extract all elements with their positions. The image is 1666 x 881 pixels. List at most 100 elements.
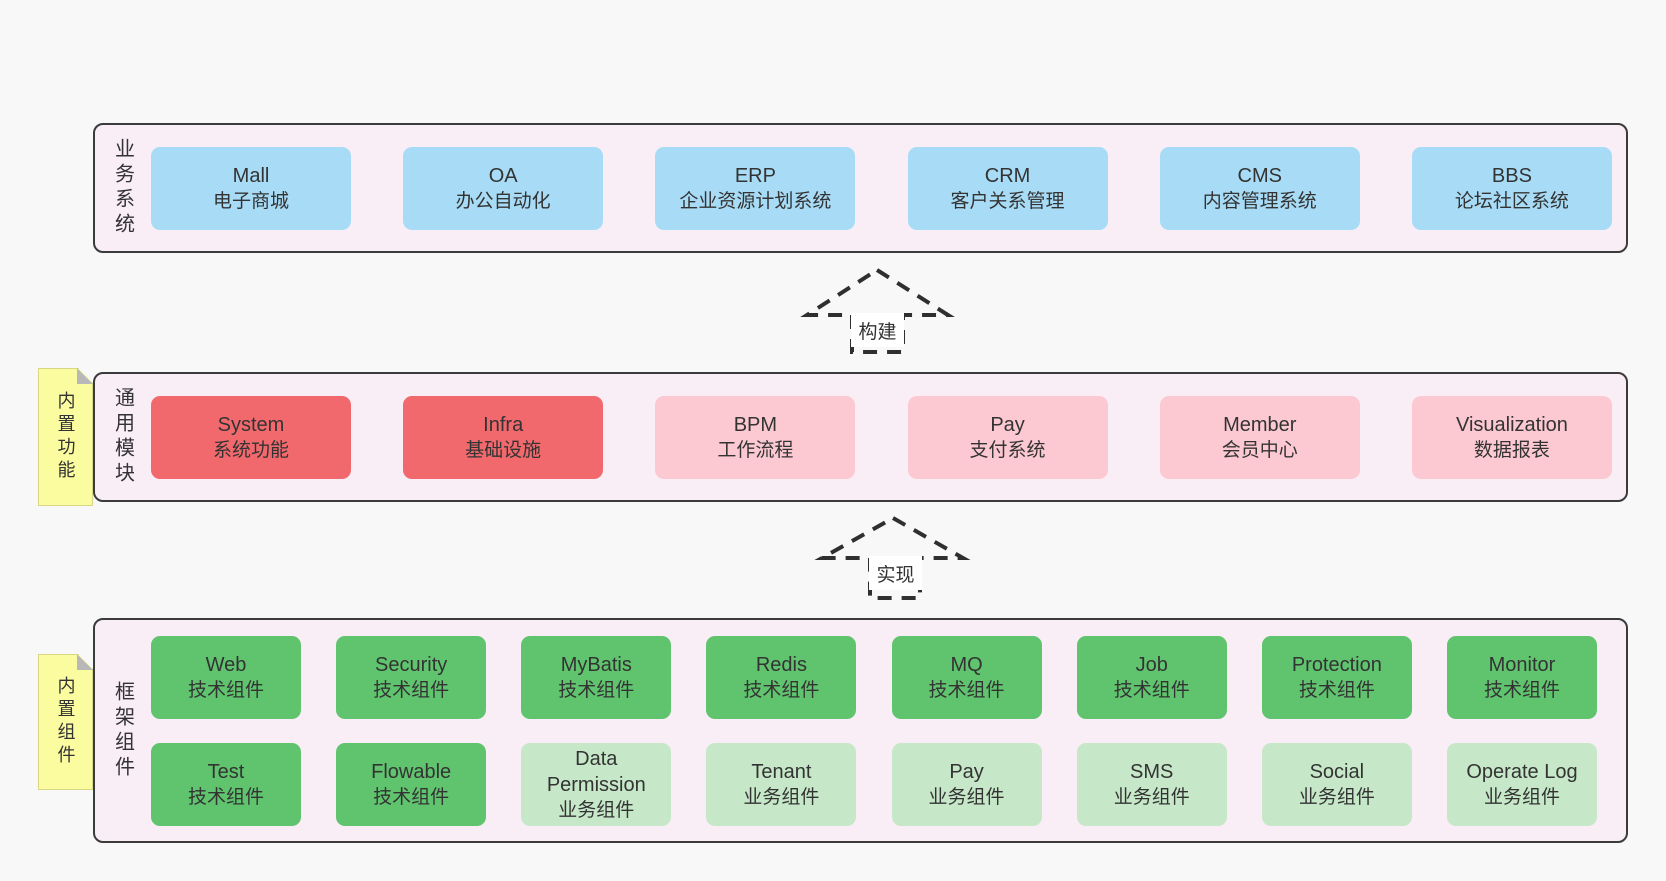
box-title: MyBatis — [560, 653, 632, 676]
arrow-label-implement: 实现 — [869, 556, 922, 590]
box-subtitle: 工作流程 — [717, 439, 794, 461]
box-pay: Pay 支付系统 — [907, 395, 1108, 479]
band-common-modules: 通用模块 System 系统功能 Infra 基础设施 BPM 工作流程 Pay… — [93, 372, 1628, 502]
box-subtitle: 技术组件 — [1483, 679, 1560, 701]
box-job: Job 技术组件 — [1076, 635, 1227, 719]
box-data-permission: Data Permission 业务组件 — [521, 742, 672, 826]
box-subtitle: 业务组件 — [928, 786, 1005, 808]
box-erp: ERP 企业资源计划系统 — [655, 146, 856, 230]
box-bpm: BPM 工作流程 — [655, 395, 856, 479]
box-system: System 系统功能 — [151, 395, 351, 479]
box-title: Data Permission — [546, 747, 646, 796]
box-title: Security — [375, 653, 448, 676]
box-subtitle: 技术组件 — [373, 679, 450, 701]
box-title: Operate Log — [1466, 760, 1578, 783]
box-title: Flowable — [371, 760, 452, 783]
box-subtitle: 基础设施 — [465, 439, 542, 461]
box-title: Infra — [483, 413, 524, 436]
box-title: Mall — [232, 164, 270, 187]
box-pay-biz: Pay 业务组件 — [891, 742, 1042, 826]
framework-components-row-2: Test 技术组件 Flowable 技术组件 Data Permission … — [151, 742, 1597, 826]
box-title: CRM — [984, 164, 1031, 187]
box-subtitle: 企业资源计划系统 — [679, 190, 832, 212]
band-label-common-modules: 通用模块 — [111, 387, 134, 487]
box-subtitle: 办公自动化 — [455, 190, 551, 212]
framework-components-grid: Web 技术组件 Security 技术组件 MyBatis 技术组件 Redi… — [151, 620, 1626, 841]
box-title: Redis — [755, 653, 807, 676]
box-title: BBS — [1491, 164, 1532, 187]
box-subtitle: 技术组件 — [373, 786, 450, 808]
box-title: OA — [488, 164, 518, 187]
box-mq: MQ 技术组件 — [891, 635, 1042, 719]
box-title: Web — [205, 653, 247, 676]
box-oa: OA 办公自动化 — [403, 146, 604, 230]
box-redis: Redis 技术组件 — [706, 635, 857, 719]
box-title: Job — [1135, 653, 1168, 676]
box-operate-log: Operate Log 业务组件 — [1446, 742, 1597, 826]
box-subtitle: 技术组件 — [187, 786, 264, 808]
box-title: Monitor — [1488, 653, 1556, 676]
up-arrow-build-icon — [800, 267, 955, 354]
box-monitor: Monitor 技术组件 — [1446, 635, 1597, 719]
common-modules-row: System 系统功能 Infra 基础设施 BPM 工作流程 Pay 支付系统… — [151, 374, 1626, 500]
arrow-label-build: 构建 — [851, 313, 904, 347]
framework-components-row-1: Web 技术组件 Security 技术组件 MyBatis 技术组件 Redi… — [151, 635, 1597, 719]
box-crm: CRM 客户关系管理 — [907, 146, 1108, 230]
box-subtitle: 技术组件 — [558, 679, 635, 701]
box-web: Web 技术组件 — [151, 635, 301, 719]
box-subtitle: 业务组件 — [1113, 786, 1190, 808]
box-title: ERP — [734, 164, 776, 187]
box-title: BPM — [733, 413, 778, 436]
box-title: Tenant — [751, 760, 812, 783]
box-mall: Mall 电子商城 — [151, 146, 351, 230]
box-title: Pay — [949, 760, 984, 783]
box-title: Social — [1309, 760, 1365, 783]
box-subtitle: 论坛社区系统 — [1454, 190, 1569, 212]
box-infra: Infra 基础设施 — [403, 395, 604, 479]
box-protection: Protection 技术组件 — [1261, 635, 1412, 719]
box-title: System — [217, 413, 285, 436]
box-subtitle: 业务组件 — [1483, 786, 1560, 808]
box-subtitle: 会员中心 — [1221, 439, 1298, 461]
box-subtitle: 客户关系管理 — [950, 190, 1065, 212]
box-title: Pay — [990, 413, 1025, 436]
box-subtitle: 技术组件 — [743, 679, 820, 701]
band-framework-components: 框架组件 Web 技术组件 Security 技术组件 MyBatis 技术组件… — [93, 618, 1628, 843]
box-subtitle: 内容管理系统 — [1202, 190, 1317, 212]
box-security: Security 技术组件 — [336, 635, 487, 719]
band-business-systems: 业务系统 Mall 电子商城 OA 办公自动化 ERP 企业资源计划系统 CRM… — [93, 123, 1628, 253]
box-subtitle: 技术组件 — [928, 679, 1005, 701]
box-title: MQ — [950, 653, 983, 676]
box-cms: CMS 内容管理系统 — [1159, 146, 1360, 230]
box-subtitle: 支付系统 — [969, 439, 1046, 461]
sticky-note-built-in-features: 内置功能 — [38, 368, 93, 506]
box-subtitle: 数据报表 — [1473, 439, 1550, 461]
box-subtitle: 电子商城 — [212, 190, 289, 212]
box-bbs: BBS 论坛社区系统 — [1411, 146, 1612, 230]
business-systems-row: Mall 电子商城 OA 办公自动化 ERP 企业资源计划系统 CRM 客户关系… — [151, 125, 1626, 251]
box-subtitle: 技术组件 — [1113, 679, 1190, 701]
sticky-note-built-in-components: 内置组件 — [38, 654, 93, 790]
box-subtitle: 系统功能 — [212, 439, 289, 461]
box-sms: SMS 业务组件 — [1076, 742, 1227, 826]
box-visualization: Visualization 数据报表 — [1411, 395, 1612, 479]
box-social: Social 业务组件 — [1261, 742, 1412, 826]
up-arrow-implement-icon — [814, 515, 971, 600]
box-subtitle: 业务组件 — [1298, 786, 1375, 808]
box-subtitle: 业务组件 — [558, 799, 635, 821]
box-subtitle: 技术组件 — [1298, 679, 1375, 701]
box-subtitle: 技术组件 — [187, 679, 264, 701]
band-label-business-systems: 业务系统 — [111, 138, 134, 238]
box-tenant: Tenant 业务组件 — [706, 742, 857, 826]
box-subtitle: 业务组件 — [743, 786, 820, 808]
box-member: Member 会员中心 — [1159, 395, 1360, 479]
band-label-framework-components: 框架组件 — [111, 680, 134, 781]
box-title: Test — [207, 760, 245, 783]
box-mybatis: MyBatis 技术组件 — [521, 635, 672, 719]
box-title: CMS — [1237, 164, 1282, 187]
box-title: Protection — [1291, 653, 1382, 676]
box-title: Member — [1223, 413, 1297, 436]
box-test: Test 技术组件 — [151, 742, 301, 826]
box-title: SMS — [1130, 760, 1174, 783]
